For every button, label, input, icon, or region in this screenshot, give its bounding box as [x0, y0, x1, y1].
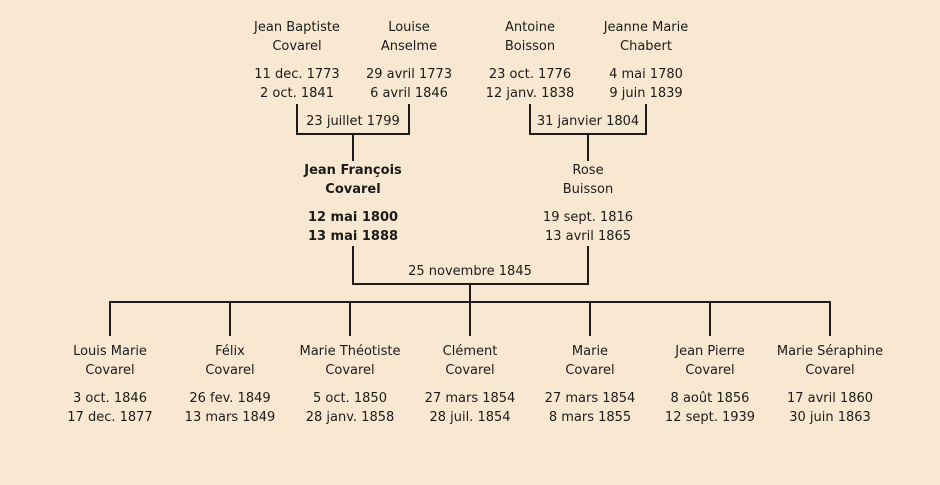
death-date: 2 oct. 1841 [260, 86, 334, 101]
child-drop-line [229, 302, 231, 336]
person-jean-francois-covarel: Jean François Covarel 12 mai 1800 13 mai… [278, 161, 428, 246]
child-drop-line [469, 302, 471, 336]
name-line: Jean François [304, 163, 402, 178]
death-date: 9 juin 1839 [609, 86, 683, 101]
death-date: 13 mai 1888 [307, 229, 399, 244]
person-jeanne-marie-chabert: Jeanne Marie Chabert 4 mai 1780 9 juin 1… [571, 18, 721, 103]
person-antoine-boisson: Antoine Boisson 23 oct. 1776 12 janv. 18… [455, 18, 605, 103]
marriage-date-label: 25 novembre 1845 [408, 264, 532, 279]
birth-date: 23 oct. 1776 [488, 67, 572, 82]
birth-date: 11 dec. 1773 [254, 67, 340, 82]
name-line: Covarel [565, 363, 615, 378]
name-line: Covarel [85, 363, 135, 378]
spacer [278, 199, 428, 208]
name-line: Covarel [805, 363, 855, 378]
marriage-connector-line [352, 246, 354, 284]
marriage-date-label: 31 janvier 1804 [536, 114, 640, 129]
name-line: Jean Baptiste [254, 20, 340, 35]
name-line: Boisson [504, 39, 556, 54]
death-date: 30 juin 1863 [789, 410, 871, 425]
descent-line [352, 134, 354, 161]
marriage-connector-line [529, 104, 531, 134]
death-date: 28 juil. 1854 [429, 410, 511, 425]
birth-date: 27 mars 1854 [424, 391, 516, 406]
person-marie-seraphine-covarel: Marie Séraphine Covarel 17 avril 1860 30… [755, 342, 905, 427]
birth-date: 3 oct. 1846 [73, 391, 147, 406]
person-jean-baptiste-covarel: Jean Baptiste Covarel 11 dec. 1773 2 oct… [222, 18, 372, 103]
person-felix-covarel: Félix Covarel 26 fev. 1849 13 mars 1849 [155, 342, 305, 427]
name-line: Louis Marie [73, 344, 147, 359]
name-line: Louise [388, 20, 430, 35]
birth-date: 27 mars 1854 [544, 391, 636, 406]
spacer [513, 199, 663, 208]
death-date: 13 mars 1849 [184, 410, 276, 425]
birth-date: 4 mai 1780 [609, 67, 683, 82]
name-line: Covarel [272, 39, 322, 54]
person-louis-marie-covarel: Louis Marie Covarel 3 oct. 1846 17 dec. … [35, 342, 185, 427]
descent-line [469, 284, 471, 303]
name-line: Marie Théotiste [299, 344, 401, 359]
name-line: Antoine [504, 20, 556, 35]
child-drop-line [349, 302, 351, 336]
name-line: Covarel [685, 363, 735, 378]
birth-date: 17 avril 1860 [786, 391, 874, 406]
name-line: Covarel [325, 363, 375, 378]
child-drop-line [709, 302, 711, 336]
death-date: 17 dec. 1877 [67, 410, 153, 425]
name-line: Jean Pierre [675, 344, 745, 359]
birth-date: 12 mai 1800 [307, 210, 399, 225]
birth-date: 19 sept. 1816 [542, 210, 634, 225]
death-date: 12 sept. 1939 [664, 410, 756, 425]
name-line: Anselme [380, 39, 438, 54]
spacer [571, 56, 721, 65]
child-drop-line [829, 302, 831, 336]
name-line: Jeanne Marie [603, 20, 689, 35]
birth-date: 5 oct. 1850 [313, 391, 387, 406]
death-date: 28 janv. 1858 [305, 410, 395, 425]
name-line: Félix [215, 344, 245, 359]
name-line: Marie [571, 344, 609, 359]
birth-date: 8 août 1856 [670, 391, 750, 406]
child-drop-line [589, 302, 591, 336]
descent-line [587, 134, 589, 161]
name-line: Covarel [445, 363, 495, 378]
person-marie-theotiste-covarel: Marie Théotiste Covarel 5 oct. 1850 28 j… [275, 342, 425, 427]
person-clement-covarel: Clément Covarel 27 mars 1854 28 juil. 18… [395, 342, 545, 427]
person-jean-pierre-covarel: Jean Pierre Covarel 8 août 1856 12 sept.… [635, 342, 785, 427]
birth-date: 26 fev. 1849 [189, 391, 271, 406]
marriage-connector-line [645, 104, 647, 134]
name-line: Covarel [205, 363, 255, 378]
name-line: Clément [442, 344, 498, 359]
marriage-connector-line [408, 104, 410, 134]
person-marie-covarel: Marie Covarel 27 mars 1854 8 mars 1855 [515, 342, 665, 427]
marriage-date-label: 23 juillet 1799 [306, 114, 400, 129]
person-rose-buisson: Rose Buisson 19 sept. 1816 13 avril 1865 [513, 161, 663, 246]
child-drop-line [109, 302, 111, 336]
marriage-connector-line [296, 104, 298, 134]
death-date: 13 avril 1865 [544, 229, 632, 244]
name-line: Chabert [620, 39, 672, 54]
spacer [755, 380, 905, 389]
birth-date: 29 avril 1773 [365, 67, 453, 82]
name-line: Covarel [325, 182, 381, 197]
death-date: 8 mars 1855 [548, 410, 632, 425]
name-line: Buisson [562, 182, 614, 197]
person-louise-anselme: Louise Anselme 29 avril 1773 6 avril 184… [334, 18, 484, 103]
death-date: 12 janv. 1838 [485, 86, 575, 101]
name-line: Marie Séraphine [776, 344, 884, 359]
death-date: 6 avril 1846 [370, 86, 448, 101]
marriage-connector-line [587, 246, 589, 284]
name-line: Rose [572, 163, 604, 178]
